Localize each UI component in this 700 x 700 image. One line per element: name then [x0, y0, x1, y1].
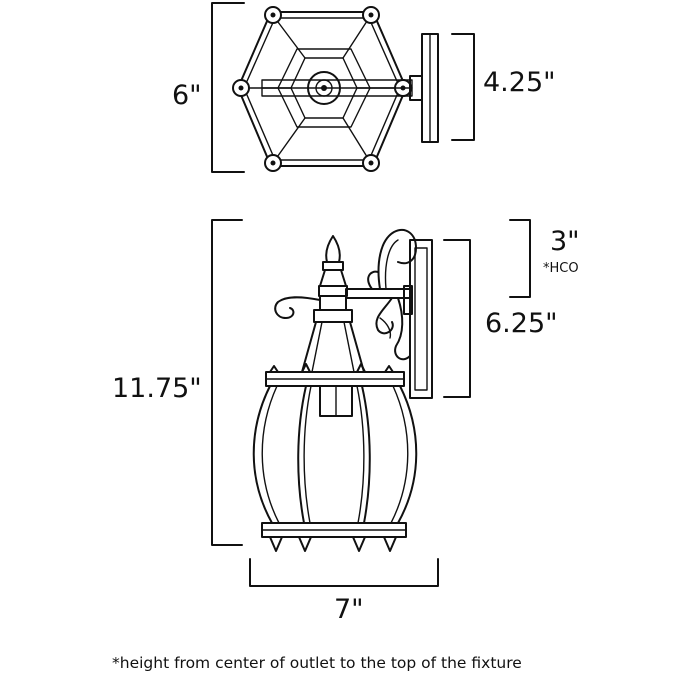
side-height-bracket — [211, 219, 243, 546]
side-backplate-label: 6.25" — [485, 308, 558, 339]
side-backplate-bracket — [443, 239, 471, 398]
footnote: *height from center of outlet to the top… — [112, 654, 522, 672]
top-backplate-bracket — [451, 33, 475, 141]
side-glass-cage — [252, 385, 418, 524]
top-backplate-label: 4.25" — [483, 67, 556, 98]
top-width-label: 6" — [172, 80, 202, 111]
side-backplate — [403, 239, 433, 399]
top-hexagon-cage — [232, 6, 412, 172]
side-wall-arm — [345, 229, 417, 361]
top-wall-arm — [261, 75, 423, 101]
side-hco-bracket — [509, 219, 531, 298]
top-view: 6" — [172, 2, 556, 173]
side-hco-label: 3" — [550, 226, 580, 257]
side-cage-bottom-band — [261, 522, 407, 552]
top-width-bracket — [211, 2, 245, 173]
side-view: 11.75" — [112, 219, 580, 625]
side-height-label: 11.75" — [112, 373, 202, 404]
side-finial — [318, 235, 348, 297]
side-depth-label: 7" — [334, 594, 364, 625]
side-top-cap — [274, 295, 365, 373]
side-hco-note: *HCO — [543, 261, 579, 276]
side-depth-bracket — [249, 558, 439, 587]
top-backplate — [421, 33, 439, 143]
side-cage-top-band — [265, 363, 405, 387]
